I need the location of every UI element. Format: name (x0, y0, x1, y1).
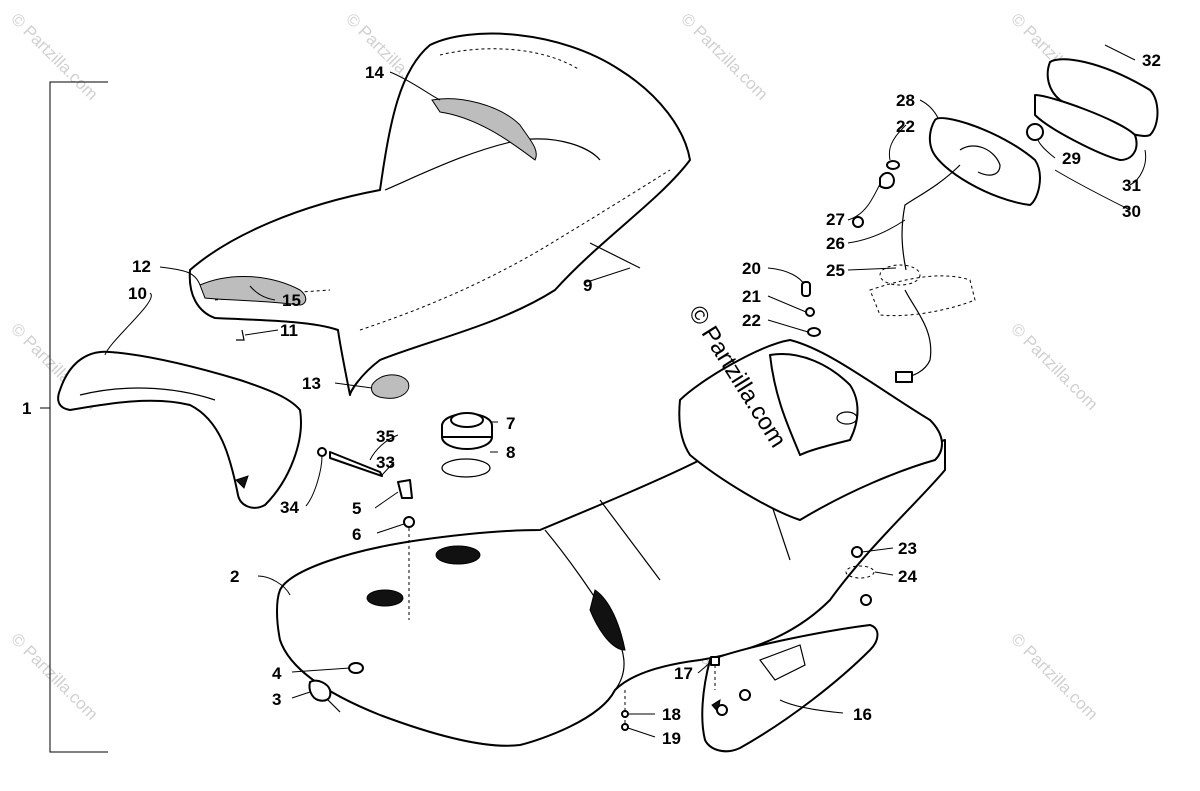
watermark: © Partzilla.com (7, 9, 101, 103)
nut-23 (851, 546, 863, 558)
wire-harness-25 (901, 164, 961, 271)
fitting-3 (308, 679, 332, 702)
clip-34 (317, 447, 327, 457)
callout-10: 10 (128, 284, 147, 303)
watermark: © Partzilla.com (1007, 629, 1101, 723)
watermark: © Partzilla.com (1007, 319, 1101, 413)
callout-2: 2 (230, 567, 239, 586)
callout-30: 30 (1122, 202, 1141, 221)
storage-tray (678, 339, 943, 521)
screw-17 (710, 656, 720, 666)
callout-13: 13 (302, 374, 321, 393)
watermark: © Partzilla.com (677, 9, 771, 103)
callout-21: 21 (742, 287, 761, 306)
leader-lines (104, 44, 1147, 738)
callout-35: 35 (376, 427, 395, 446)
callout-7: 7 (506, 414, 515, 433)
seat-strap-9 (589, 242, 641, 269)
callout-22: 22 (896, 117, 915, 136)
connector (895, 371, 913, 383)
callout-14: 14 (365, 63, 384, 82)
callout-29: 29 (1062, 149, 1081, 168)
washer-22b (886, 160, 900, 170)
callout-8: 8 (506, 443, 515, 462)
callout-33: 33 (376, 453, 395, 472)
callout-22: 22 (742, 311, 761, 330)
fuel-tank-2 (276, 439, 946, 747)
callout-9: 9 (583, 276, 592, 295)
fuel-cap-7 (441, 412, 493, 450)
nut-27 (852, 216, 864, 228)
tail-light-lens-32 (1046, 58, 1159, 137)
gasket-31 (1034, 94, 1138, 161)
wire-harness-25b (904, 289, 932, 379)
callout-18: 18 (662, 705, 681, 724)
callout-17: 17 (674, 664, 693, 683)
assembly-bracket (49, 81, 108, 753)
callout-34: 34 (280, 498, 299, 517)
callout-28: 28 (896, 91, 915, 110)
callout-23: 23 (898, 539, 917, 558)
side-panel-16 (701, 624, 879, 753)
gasket-8 (441, 458, 491, 478)
pad-13 (371, 374, 410, 399)
arrow-marker (235, 475, 249, 489)
callout-25: 25 (826, 261, 845, 280)
nut-18 (621, 710, 629, 718)
bulb-29 (1026, 123, 1044, 141)
callout-27: 27 (826, 210, 845, 229)
seat-handle (431, 98, 537, 161)
rear-bumper-10 (57, 350, 302, 509)
callout-6: 6 (352, 525, 361, 544)
washer-21 (805, 307, 815, 317)
callout-20: 20 (742, 259, 761, 278)
callout-3: 3 (272, 690, 281, 709)
seat-pad-15 (199, 275, 307, 306)
callout-4: 4 (272, 664, 282, 683)
tail-light (852, 58, 1159, 383)
clip-11 (236, 329, 245, 341)
callout-31: 31 (1122, 176, 1141, 195)
callout-24: 24 (898, 567, 917, 586)
housing-28 (928, 117, 1041, 206)
callout-16: 16 (853, 705, 872, 724)
callouts: 1 2 3 4 5 6 7 8 9 10 11 12 13 14 15 16 1… (22, 51, 1161, 748)
seat (188, 32, 691, 396)
callout-12: 12 (132, 257, 151, 276)
plug-4 (348, 662, 364, 674)
grommet-6 (403, 516, 415, 528)
filler-neck (435, 545, 481, 565)
bracket-26 (879, 172, 895, 189)
callout-15: 15 (282, 291, 301, 310)
washer-22 (807, 327, 821, 337)
callout-19: 19 (662, 729, 681, 748)
vent-hose-35 (329, 451, 383, 477)
callout-32: 32 (1142, 51, 1161, 70)
washer-19 (621, 723, 629, 731)
watermark: © Partzilla.com (7, 629, 101, 723)
valve-5 (397, 479, 413, 499)
bolt-20 (801, 281, 811, 297)
callout-1: 1 (22, 399, 31, 418)
callout-11: 11 (280, 321, 298, 340)
bolt-24 (860, 594, 872, 606)
callout-5: 5 (352, 499, 361, 518)
callout-26: 26 (826, 234, 845, 253)
pump-opening (366, 589, 404, 607)
